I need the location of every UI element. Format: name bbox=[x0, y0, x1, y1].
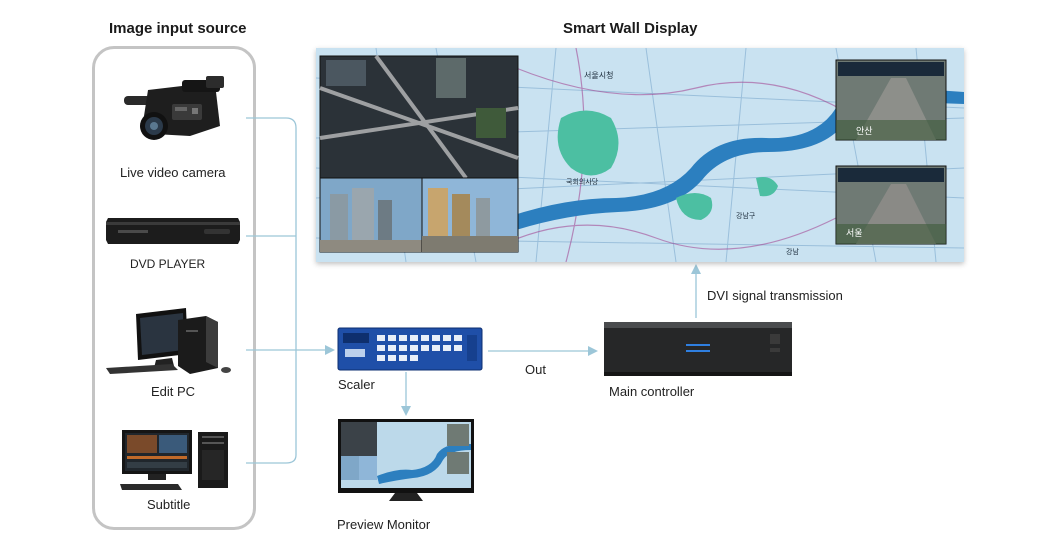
preview-monitor-label: Preview Monitor bbox=[337, 517, 431, 532]
out-label: Out bbox=[525, 362, 546, 377]
arrow-to-scaler bbox=[325, 345, 335, 355]
cam-label-seoul: 서울 bbox=[846, 228, 863, 239]
map-label-gangnam: 강남 bbox=[786, 247, 799, 256]
dvd-player-icon bbox=[106, 218, 240, 244]
scaler-label: Scaler bbox=[338, 377, 375, 392]
camera-label: Live video camera bbox=[120, 165, 226, 180]
scaler-device-icon bbox=[337, 327, 483, 371]
arrow-to-controller bbox=[588, 346, 598, 356]
connector-group bbox=[246, 117, 697, 464]
smart-wall-display: 서울시청 국회의사당 강남구 강남 안산 서울 bbox=[316, 48, 964, 262]
camera-connector bbox=[246, 117, 297, 464]
wall-map: 서울시청 국회의사당 강남구 강남 안산 서울 bbox=[316, 48, 964, 262]
preview-monitor-icon bbox=[338, 419, 474, 501]
main-controller-label: Main controller bbox=[609, 384, 695, 399]
video-camera-icon bbox=[124, 76, 224, 140]
editpc-label: Edit PC bbox=[151, 384, 196, 399]
main-controller-icon bbox=[604, 322, 792, 376]
wall-heading: Smart Wall Display bbox=[563, 20, 698, 37]
source-heading: Image input source bbox=[109, 20, 247, 37]
cam-label-ansan: 안산 bbox=[856, 126, 873, 137]
map-label-assembly: 국회의사당 bbox=[566, 177, 599, 186]
arrow-to-wall bbox=[691, 264, 701, 274]
dvi-label: DVI signal transmission bbox=[707, 288, 843, 303]
map-park bbox=[557, 110, 619, 176]
subtitle-label: Subtitle bbox=[147, 497, 191, 512]
arrow-to-preview bbox=[401, 406, 411, 416]
map-label-cityhall: 서울시청 bbox=[584, 71, 613, 80]
edit-pc-icon bbox=[106, 308, 231, 374]
dvd-label: DVD PLAYER bbox=[130, 257, 206, 271]
map-label-gangnam-gu: 강남구 bbox=[736, 211, 756, 220]
subtitle-workstation-icon bbox=[120, 430, 228, 490]
